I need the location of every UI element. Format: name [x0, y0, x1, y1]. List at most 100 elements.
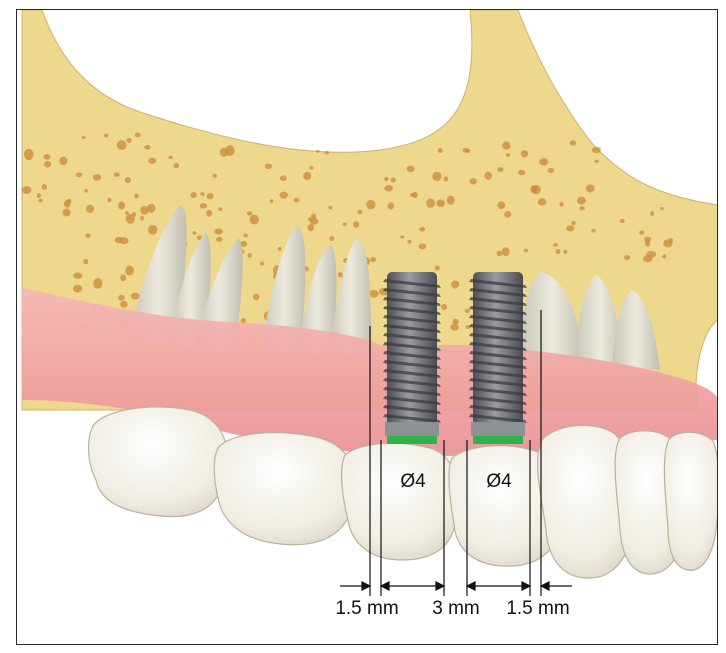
bone-pore — [84, 189, 88, 193]
bone-pore — [260, 262, 264, 266]
implant-right — [469, 272, 527, 444]
bone-pore — [450, 324, 458, 331]
arrow-head — [436, 582, 444, 590]
bone-pore — [426, 198, 435, 207]
bone-pore — [37, 193, 41, 198]
bone-pore — [502, 142, 511, 150]
bone-pore — [85, 234, 91, 238]
bone-pore — [192, 231, 196, 234]
bone-pore — [117, 140, 127, 150]
bone-pore — [329, 236, 334, 241]
bone-pore — [624, 255, 630, 260]
tooth-crown — [214, 433, 355, 545]
bone-pore — [247, 211, 253, 215]
bone-pore — [147, 204, 155, 213]
bone-pore — [173, 163, 179, 168]
bone-pore — [353, 221, 359, 228]
bone-pore — [93, 174, 101, 180]
bone-pore — [191, 192, 197, 198]
bone-pore — [265, 163, 272, 169]
bone-pore — [325, 151, 329, 155]
bone-pore — [42, 184, 47, 190]
bone-pore — [639, 230, 644, 234]
bone-pore — [125, 211, 129, 215]
bone-pore — [86, 204, 94, 213]
tooth-crown — [664, 432, 718, 570]
bone-pore — [539, 158, 548, 166]
arrow-head — [362, 582, 370, 590]
bone-pore — [521, 150, 528, 157]
bone-pore — [329, 206, 333, 210]
bone-pore — [592, 147, 601, 154]
bone-pore — [118, 295, 124, 301]
bone-pore — [418, 243, 426, 249]
implant-collar — [385, 422, 439, 436]
bone-pore — [538, 198, 546, 205]
bone-pore — [125, 266, 134, 276]
implant-color-ring — [473, 436, 523, 444]
implant-left — [383, 272, 441, 444]
bone-pore — [218, 207, 222, 211]
bone-pore — [444, 176, 448, 181]
bone-pore — [435, 265, 440, 270]
bone-pore — [248, 253, 252, 258]
bone-pore — [566, 225, 574, 231]
bone-pore — [484, 172, 492, 180]
bone-pore — [451, 281, 459, 289]
bone-pore — [73, 272, 82, 278]
bone-pore — [591, 229, 595, 233]
bone-pore — [206, 210, 212, 217]
bone-pore — [388, 202, 394, 209]
bone-pore — [436, 199, 445, 207]
bone-pore — [131, 293, 140, 300]
bone-pore — [662, 254, 666, 258]
bone-pore — [357, 210, 362, 214]
bone-pore — [369, 290, 379, 298]
bone-pore — [207, 193, 214, 200]
bone-pore — [93, 278, 102, 289]
bone-pore — [118, 201, 125, 209]
arrow-head — [541, 582, 549, 590]
arrow-head — [467, 582, 475, 590]
dimension-arrows — [340, 582, 572, 590]
bone-pore — [250, 215, 259, 225]
bone-pore — [498, 167, 504, 172]
bone-pore — [24, 149, 34, 160]
bone-pore — [253, 294, 260, 300]
tooth-crown — [89, 407, 228, 517]
bone-pore — [660, 207, 664, 210]
bone-pore — [506, 153, 510, 156]
bone-pore — [220, 148, 228, 158]
bone-pore — [278, 247, 282, 251]
arrow-head — [381, 582, 389, 590]
bone-pore — [370, 257, 376, 262]
bone-pore — [438, 148, 443, 153]
bone-pore — [563, 250, 567, 254]
bone-pore — [168, 156, 173, 159]
implant-right-diameter-label: Ø4 — [486, 471, 512, 492]
bone-pore — [120, 274, 126, 281]
bone-pore — [303, 172, 311, 180]
bone-pore — [470, 178, 477, 184]
bone-pore — [83, 259, 88, 264]
bone-pore — [400, 235, 404, 238]
bone-pore — [465, 309, 470, 313]
bone-pore — [504, 211, 511, 218]
bone-pore — [441, 304, 447, 310]
bone-pore — [244, 233, 248, 237]
implant-left-diameter-label: Ø4 — [400, 471, 426, 492]
bone-pore — [586, 184, 595, 192]
bone-pore — [570, 140, 577, 146]
bone-pore — [200, 203, 208, 209]
bone-pore — [140, 216, 144, 221]
bone-pore — [114, 172, 120, 176]
dimension-label-left: 1.5 mm — [335, 598, 398, 619]
bone-pore — [502, 247, 510, 256]
bone-pore — [366, 200, 375, 210]
bone-pore — [559, 202, 563, 207]
bone-pore — [280, 175, 287, 181]
arrow-head — [522, 582, 530, 590]
bone-pore — [44, 154, 51, 160]
